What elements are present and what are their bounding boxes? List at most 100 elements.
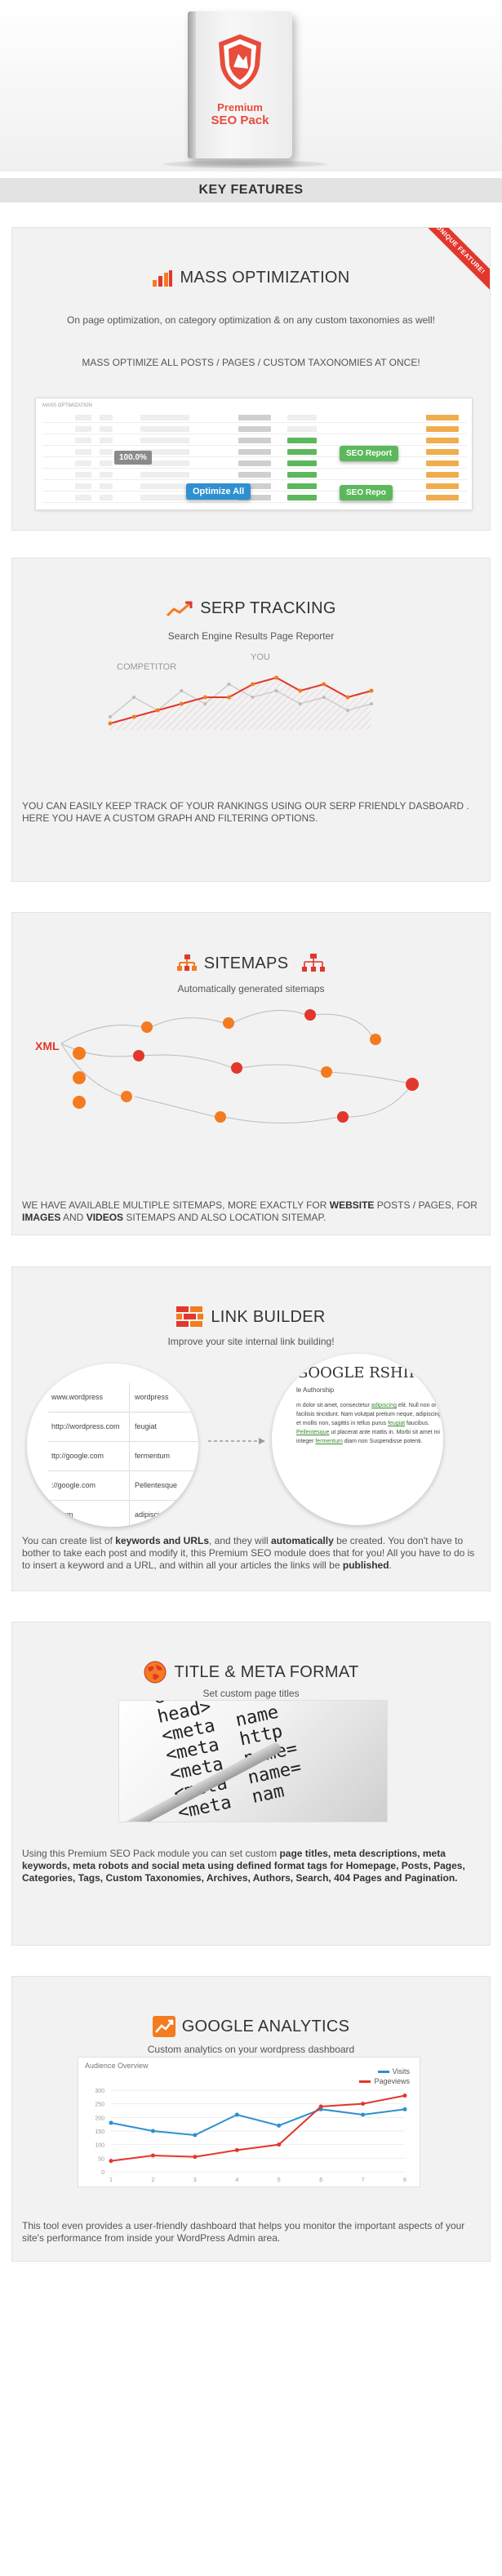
brick-wall-icon (176, 1306, 204, 1327)
article-preview: GOOGLE RSHIP le Authorship m dolor sit a… (272, 1354, 443, 1525)
y-tick-label: 150 (95, 2129, 104, 2135)
meta-title-text: TITLE & META FORMAT (174, 1662, 359, 1681)
serp-point (298, 702, 302, 705)
serp-lines (108, 675, 374, 730)
table-cell (238, 483, 271, 489)
table-cell (140, 483, 189, 489)
serp-point (322, 696, 326, 699)
article-p1: m dolor sit amet, consectetur (296, 1403, 370, 1408)
sitemaps-body-images: IMAGES (22, 1212, 61, 1223)
serp-point (298, 688, 303, 693)
analytics-chart-icon (152, 2016, 175, 2037)
article-p5: diam non Suspendisse potenti. (344, 1439, 423, 1444)
table-cell (287, 426, 317, 432)
sitemaps-body-website: WEBSITE (329, 1199, 375, 1211)
url-cell: le.com (48, 1501, 130, 1527)
table-cell (287, 483, 317, 489)
y-tick-label: 100 (95, 2143, 104, 2149)
table-cell (238, 426, 271, 432)
x-tick-label: 6 (319, 2178, 322, 2183)
table-cell (140, 449, 189, 455)
table-row: le.com adipisci (48, 1501, 198, 1527)
keyword-cell: adipisci (135, 1510, 160, 1519)
meta-subtitle: Set custom page titles (202, 1688, 300, 1699)
globe-icon (144, 1661, 167, 1684)
pageviews-series-line (110, 2094, 406, 2162)
article-p4: ut placerat ante mattis in. Morbi sit am… (296, 1430, 440, 1444)
serp-point (108, 721, 113, 726)
table-cell (426, 495, 459, 501)
table-cell (426, 438, 459, 443)
table-row (42, 482, 467, 492)
serp-point (369, 688, 374, 693)
article-sub: le Authorship (296, 1386, 335, 1394)
table-cell (100, 483, 113, 489)
xml-label: XML (35, 1039, 60, 1052)
table-cell (140, 495, 189, 501)
table-cell (426, 426, 459, 432)
mass-line1: On page optimization, on category optimi… (67, 314, 435, 326)
serp-area (110, 678, 371, 730)
article-heading: GOOGLE RSHIP (296, 1364, 419, 1381)
table-cell (238, 472, 271, 478)
serp-body: YOU CAN EASILY KEEP TRACK OF YOUR RANKIN… (22, 800, 469, 824)
url-cell: ://google.com (48, 1471, 130, 1500)
table-cell (100, 415, 113, 420)
serp-point (203, 702, 207, 705)
meta-body-bold: page titles, meta descriptions, meta key… (22, 1848, 465, 1884)
table-cell (426, 472, 459, 478)
panel-sitemaps: SITEMAPS Automatically generated sitemap… (11, 912, 491, 1235)
screenshot-header: MASS OPTIMIZATION (42, 403, 92, 408)
table-cell (140, 426, 189, 432)
table-cell (75, 483, 91, 489)
table-cell (100, 460, 113, 466)
ga-point (109, 2159, 113, 2164)
ga-point (277, 2123, 282, 2128)
table-cell (426, 415, 459, 420)
ga-point (150, 2153, 155, 2158)
ga-chart-title: Audience Overview (85, 2062, 149, 2070)
sitemaps-title-text: SITEMAPS (203, 954, 289, 972)
serp-point (274, 675, 279, 680)
table-cell (287, 415, 317, 420)
book-shadow (163, 160, 327, 168)
bar-chart-icon (153, 269, 173, 287)
link-body-kw: keywords and URLs (115, 1535, 209, 1546)
you-label: YOU (251, 652, 270, 662)
mass-line2: MASS OPTIMIZE ALL POSTS / PAGES / CUSTOM… (82, 357, 420, 368)
meta-body-1: Using this Premium SEO Pack module you c… (22, 1848, 280, 1859)
ga-point (318, 2104, 323, 2109)
table-cell (75, 415, 91, 420)
table-cell (140, 415, 189, 420)
serp-point (180, 689, 184, 692)
x-tick-label: 5 (278, 2178, 281, 2183)
article-link-2: feugiat (388, 1421, 406, 1426)
link-body-3: be created. You don't have to bother to … (22, 1535, 475, 1571)
url-cell: www.wordpress (48, 1383, 130, 1412)
optimize-all-badge: Optimize All (186, 483, 251, 500)
ga-point (234, 2112, 239, 2117)
table-cell (75, 495, 91, 501)
serp-point (345, 709, 349, 712)
link-title-text: LINK BUILDER (211, 1307, 326, 1326)
serp-point (131, 714, 136, 719)
table-cell (100, 495, 113, 501)
table-row (42, 459, 467, 469)
book-title-line1: Premium (217, 101, 263, 113)
ga-title: GOOGLE ANALYTICS (12, 2016, 490, 2037)
table-cell (75, 438, 91, 443)
meta-code-photo: ead xmlns="head><meta name<meta http<met… (118, 1700, 388, 1822)
product-box-image: Premium SEO Pack (188, 11, 292, 158)
table-cell (238, 460, 271, 466)
table-cell (75, 449, 91, 455)
x-tick-label: 3 (193, 2178, 197, 2183)
table-cell (100, 426, 113, 432)
serp-chart: COMPETITOR YOU (108, 652, 374, 730)
x-tick-label: 8 (403, 2178, 406, 2183)
table-cell (100, 438, 113, 443)
serp-point (251, 682, 255, 687)
ga-point (402, 2093, 407, 2098)
